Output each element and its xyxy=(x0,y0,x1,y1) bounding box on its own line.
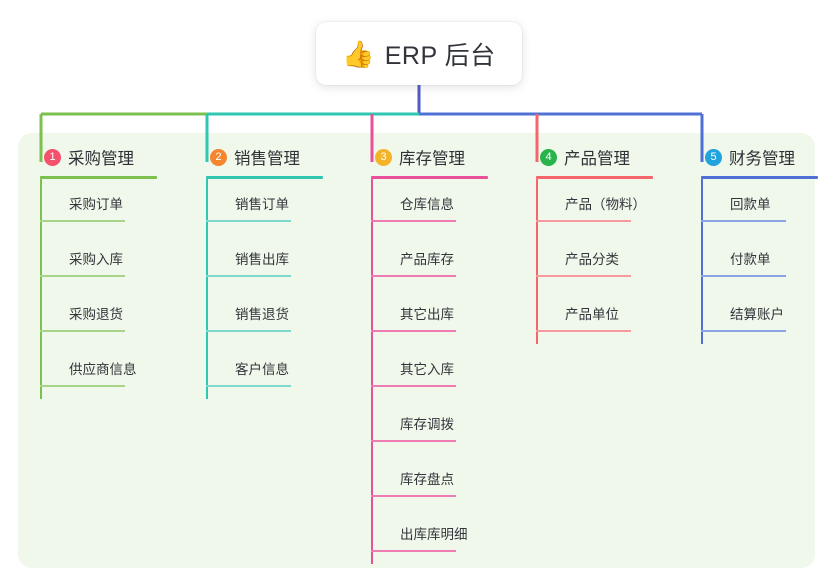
leaf-node-label: 采购入库 xyxy=(69,252,123,267)
leaf-node[interactable]: 产品（物料） xyxy=(536,179,646,234)
branch-number-badge: 3 xyxy=(375,148,392,166)
branch-header-rule xyxy=(701,176,818,179)
branch-number-badge: 5 xyxy=(705,148,722,166)
leaf-node[interactable]: 供应商信息 xyxy=(40,344,137,399)
leaf-node-rule xyxy=(701,220,786,222)
leaf-node[interactable]: 产品库存 xyxy=(371,234,466,289)
leaf-node[interactable]: 出库库明细 xyxy=(371,509,468,564)
branch-column-5: 5 财务管理回款单付款单结算账户 xyxy=(691,145,818,344)
leaf-node[interactable]: 其它入库 xyxy=(371,344,466,399)
branch-header-3[interactable]: 3 库存管理 xyxy=(361,145,465,169)
branch-title: 财务管理 xyxy=(729,150,795,168)
leaf-node-label: 产品库存 xyxy=(400,252,454,267)
root-node-title: ERP 后台 xyxy=(384,41,496,70)
leaf-node-rule xyxy=(40,220,125,222)
leaf-node-rule xyxy=(371,495,456,497)
leaf-node-label: 产品（物料） xyxy=(565,197,646,212)
branch-number-badge: 1 xyxy=(44,148,61,166)
leaf-node-rule xyxy=(371,385,456,387)
leaf-node-label: 采购退货 xyxy=(69,307,123,322)
leaf-node-label: 供应商信息 xyxy=(69,362,137,377)
leaf-node[interactable]: 库存调拨 xyxy=(371,399,466,454)
leaf-node-rule xyxy=(371,550,456,552)
leaf-node-rule xyxy=(536,275,631,277)
branch-spine xyxy=(371,179,373,564)
leaf-node-label: 出库库明细 xyxy=(400,527,468,542)
leaf-node[interactable]: 采购入库 xyxy=(40,234,135,289)
leaf-node-label: 其它入库 xyxy=(400,362,454,377)
branch-title: 销售管理 xyxy=(234,150,300,168)
branch-spine xyxy=(40,179,42,399)
leaf-node-rule xyxy=(701,275,786,277)
leaf-node[interactable]: 库存盘点 xyxy=(371,454,466,509)
leaf-node[interactable]: 销售退货 xyxy=(206,289,301,344)
branch-header-rule xyxy=(536,176,653,179)
leaf-node[interactable]: 产品单位 xyxy=(536,289,641,344)
leaf-node-label: 回款单 xyxy=(730,197,771,212)
leaf-node-label: 客户信息 xyxy=(235,362,289,377)
thumbs-up-icon: 👍 xyxy=(342,38,375,69)
leaf-node[interactable]: 采购退货 xyxy=(40,289,135,344)
leaf-node[interactable]: 其它出库 xyxy=(371,289,466,344)
branch-header-1[interactable]: 1 采购管理 xyxy=(30,145,134,169)
branch-spine xyxy=(536,179,538,344)
leaf-node-rule xyxy=(40,275,125,277)
branch-number-badge: 2 xyxy=(210,148,227,166)
leaf-node[interactable]: 付款单 xyxy=(701,234,796,289)
leaf-node-label: 销售订单 xyxy=(235,197,289,212)
branch-column-3: 3 库存管理仓库信息产品库存其它出库其它入库库存调拨库存盘点出库库明细 xyxy=(361,145,488,564)
leaf-node-rule xyxy=(40,385,125,387)
leaf-node[interactable]: 采购订单 xyxy=(40,179,135,234)
leaf-node-rule xyxy=(206,275,291,277)
leaf-node-label: 付款单 xyxy=(730,252,771,267)
leaf-node-label: 采购订单 xyxy=(69,197,123,212)
leaf-node-rule xyxy=(371,275,456,277)
leaf-node[interactable]: 产品分类 xyxy=(536,234,641,289)
leaf-node[interactable]: 客户信息 xyxy=(206,344,301,399)
leaf-node[interactable]: 结算账户 xyxy=(701,289,796,344)
branch-header-5[interactable]: 5 财务管理 xyxy=(691,145,795,169)
leaf-node-label: 其它出库 xyxy=(400,307,454,322)
leaf-node-rule xyxy=(701,330,786,332)
branch-column-2: 2 销售管理销售订单销售出库销售退货客户信息 xyxy=(196,145,323,399)
branch-header-rule xyxy=(371,176,488,179)
branch-header-2[interactable]: 2 销售管理 xyxy=(196,145,300,169)
leaf-node-rule xyxy=(206,385,291,387)
leaf-node-label: 销售出库 xyxy=(235,252,289,267)
branch-header-rule xyxy=(40,176,157,179)
leaf-node-label: 仓库信息 xyxy=(400,197,454,212)
branch-column-1: 1 采购管理采购订单采购入库采购退货供应商信息 xyxy=(30,145,157,399)
branch-title: 库存管理 xyxy=(399,150,465,168)
branch-header-4[interactable]: 4 产品管理 xyxy=(526,145,630,169)
leaf-node-rule xyxy=(206,220,291,222)
branch-spine xyxy=(206,179,208,399)
leaf-node-label: 销售退货 xyxy=(235,307,289,322)
leaf-node[interactable]: 回款单 xyxy=(701,179,796,234)
branch-header-rule xyxy=(206,176,323,179)
leaf-node-label: 库存调拨 xyxy=(400,417,454,432)
leaf-node[interactable]: 仓库信息 xyxy=(371,179,466,234)
branch-spine xyxy=(701,179,703,344)
leaf-node[interactable]: 销售出库 xyxy=(206,234,301,289)
leaf-node-rule xyxy=(371,220,456,222)
branch-number-badge: 4 xyxy=(540,148,557,166)
leaf-node-rule xyxy=(371,440,456,442)
leaf-node-label: 结算账户 xyxy=(730,307,784,322)
leaf-node-label: 产品单位 xyxy=(565,307,619,322)
root-node-erp-backend[interactable]: 👍 ERP 后台 xyxy=(316,22,522,85)
leaf-node-label: 库存盘点 xyxy=(400,472,454,487)
branch-title: 采购管理 xyxy=(68,150,134,168)
leaf-node[interactable]: 销售订单 xyxy=(206,179,301,234)
leaf-node-rule xyxy=(536,220,631,222)
leaf-node-label: 产品分类 xyxy=(565,252,619,267)
leaf-node-rule xyxy=(40,330,125,332)
leaf-node-rule xyxy=(371,330,456,332)
leaf-node-rule xyxy=(206,330,291,332)
branch-title: 产品管理 xyxy=(564,150,630,168)
branch-column-4: 4 产品管理产品（物料） 产品分类产品单位 xyxy=(526,145,653,344)
leaf-node-rule xyxy=(536,330,631,332)
